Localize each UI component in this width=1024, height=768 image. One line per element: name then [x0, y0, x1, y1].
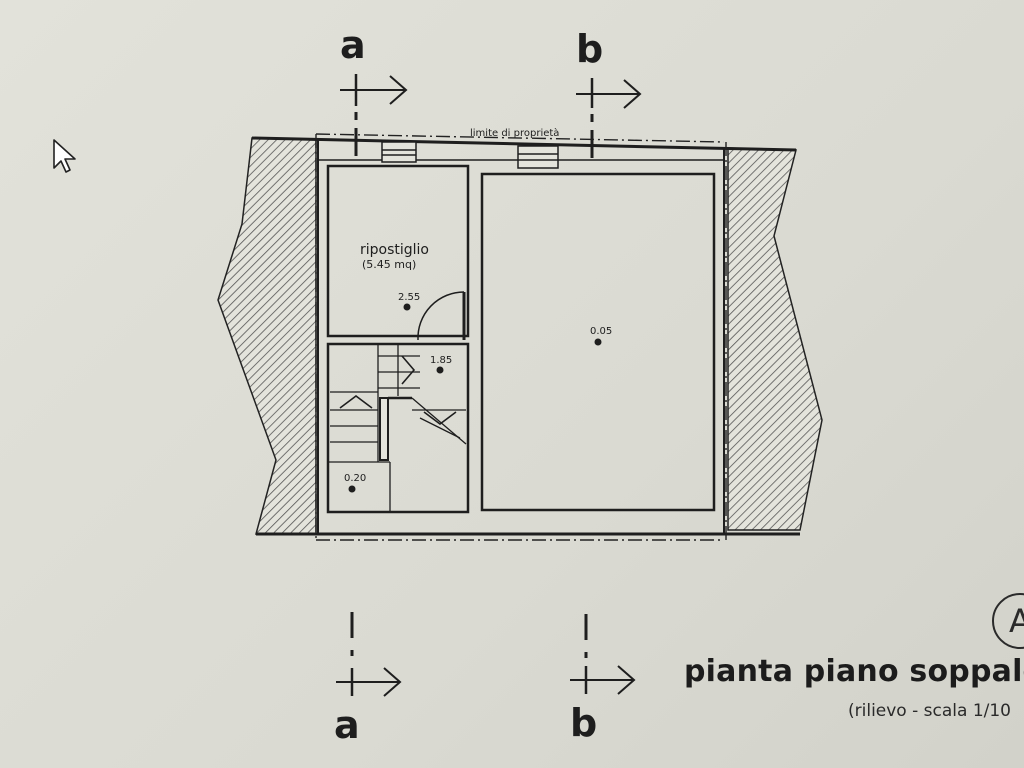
- drawing-title: pianta piano soppalc: [684, 654, 1024, 689]
- drawing-subtitle: (rilievo - scala 1/10: [848, 701, 1011, 721]
- elevation-storage: 2.55: [398, 292, 420, 303]
- door: [417, 291, 466, 341]
- room-name: ripostiglio: [360, 242, 429, 258]
- section-label-b-top: b: [576, 27, 603, 71]
- section-markers: [336, 74, 642, 697]
- section-label-a-top: a: [340, 23, 366, 67]
- windows: [381, 141, 559, 169]
- elevation-landing: 1.85: [430, 355, 452, 366]
- property-limit-line: [315, 133, 727, 541]
- elevation-main-room: 0.05: [590, 326, 612, 337]
- storage-room: [326, 164, 470, 338]
- stairs: [328, 344, 467, 512]
- mouse-pointer-icon[interactable]: [52, 138, 78, 176]
- right-hatched-wall: [727, 147, 823, 531]
- section-label-b-bottom: b: [570, 701, 597, 745]
- room-area: (5.45 mq): [362, 258, 416, 271]
- left-hatched-wall: [217, 137, 317, 535]
- main-room: [480, 172, 716, 512]
- property-limit-label: limite di proprietà: [470, 127, 559, 139]
- elevation-stair-bottom: 0.20: [344, 473, 366, 484]
- section-label-a-bottom: a: [334, 703, 360, 747]
- elevation-dots: [348, 303, 602, 493]
